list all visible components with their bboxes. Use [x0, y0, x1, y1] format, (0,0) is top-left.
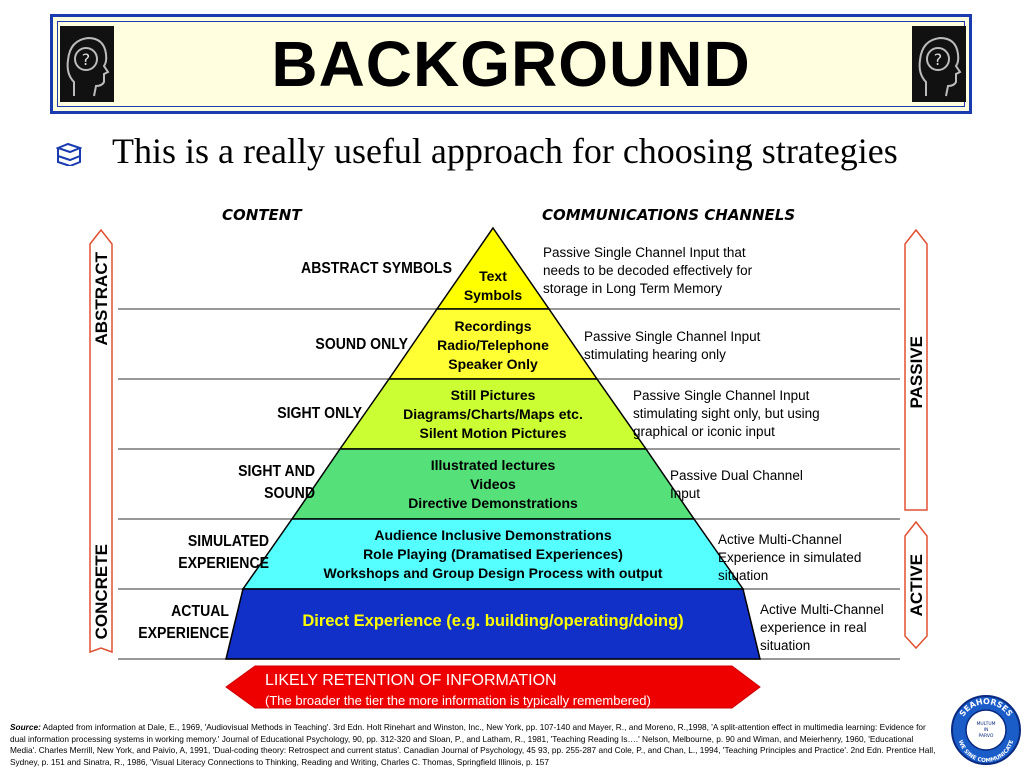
side-label-abstract: ABSTRACT: [92, 252, 111, 346]
content-label-abstract-symbols: ABSTRACT SYMBOLS: [301, 260, 452, 277]
seahorses-seal-logo: SEAHORSES WE SINE COMMUNICATE MULTUM IN …: [950, 694, 1022, 766]
title-banner: BACKGROUND: [50, 14, 972, 114]
book-bullet-icon: [55, 142, 83, 173]
svg-text:?: ?: [934, 50, 943, 69]
side-label-active: ACTIVE: [907, 554, 926, 617]
content-header: CONTENT: [222, 206, 302, 224]
head-question-icon-left: ?: [60, 26, 114, 102]
svg-text:MULTUM: MULTUM: [977, 721, 996, 727]
retention-arrow: [225, 665, 761, 709]
svg-text:PARVO: PARVO: [979, 733, 994, 739]
source-citation: Source: Adapted from information at Dale…: [10, 722, 936, 767]
svg-text:IN: IN: [984, 727, 989, 733]
page-title: BACKGROUND: [271, 28, 751, 100]
retention-subtitle: (The broader the tier the more informati…: [265, 693, 651, 708]
tier-actual-experience: [225, 588, 761, 660]
side-label-passive: PASSIVE: [907, 336, 926, 409]
svg-text:?: ?: [82, 50, 91, 69]
head-question-icon-right: ?: [912, 26, 966, 102]
subtitle: This is a really useful approach for cho…: [112, 131, 898, 171]
active-bar: [904, 520, 928, 650]
retention-title: LIKELY RETENTION OF INFORMATION: [265, 672, 557, 689]
abstract-concrete-bar: [89, 228, 113, 654]
content-label-sound-only: SOUND ONLY: [315, 336, 408, 353]
channels-header: COMMUNICATIONS CHANNELS: [542, 206, 796, 224]
tier-text-actual-experience: Direct Experience (e.g. building/operati…: [302, 612, 684, 630]
content-label-sight-only: SIGHT ONLY: [277, 405, 362, 422]
passive-bar: [904, 228, 928, 511]
